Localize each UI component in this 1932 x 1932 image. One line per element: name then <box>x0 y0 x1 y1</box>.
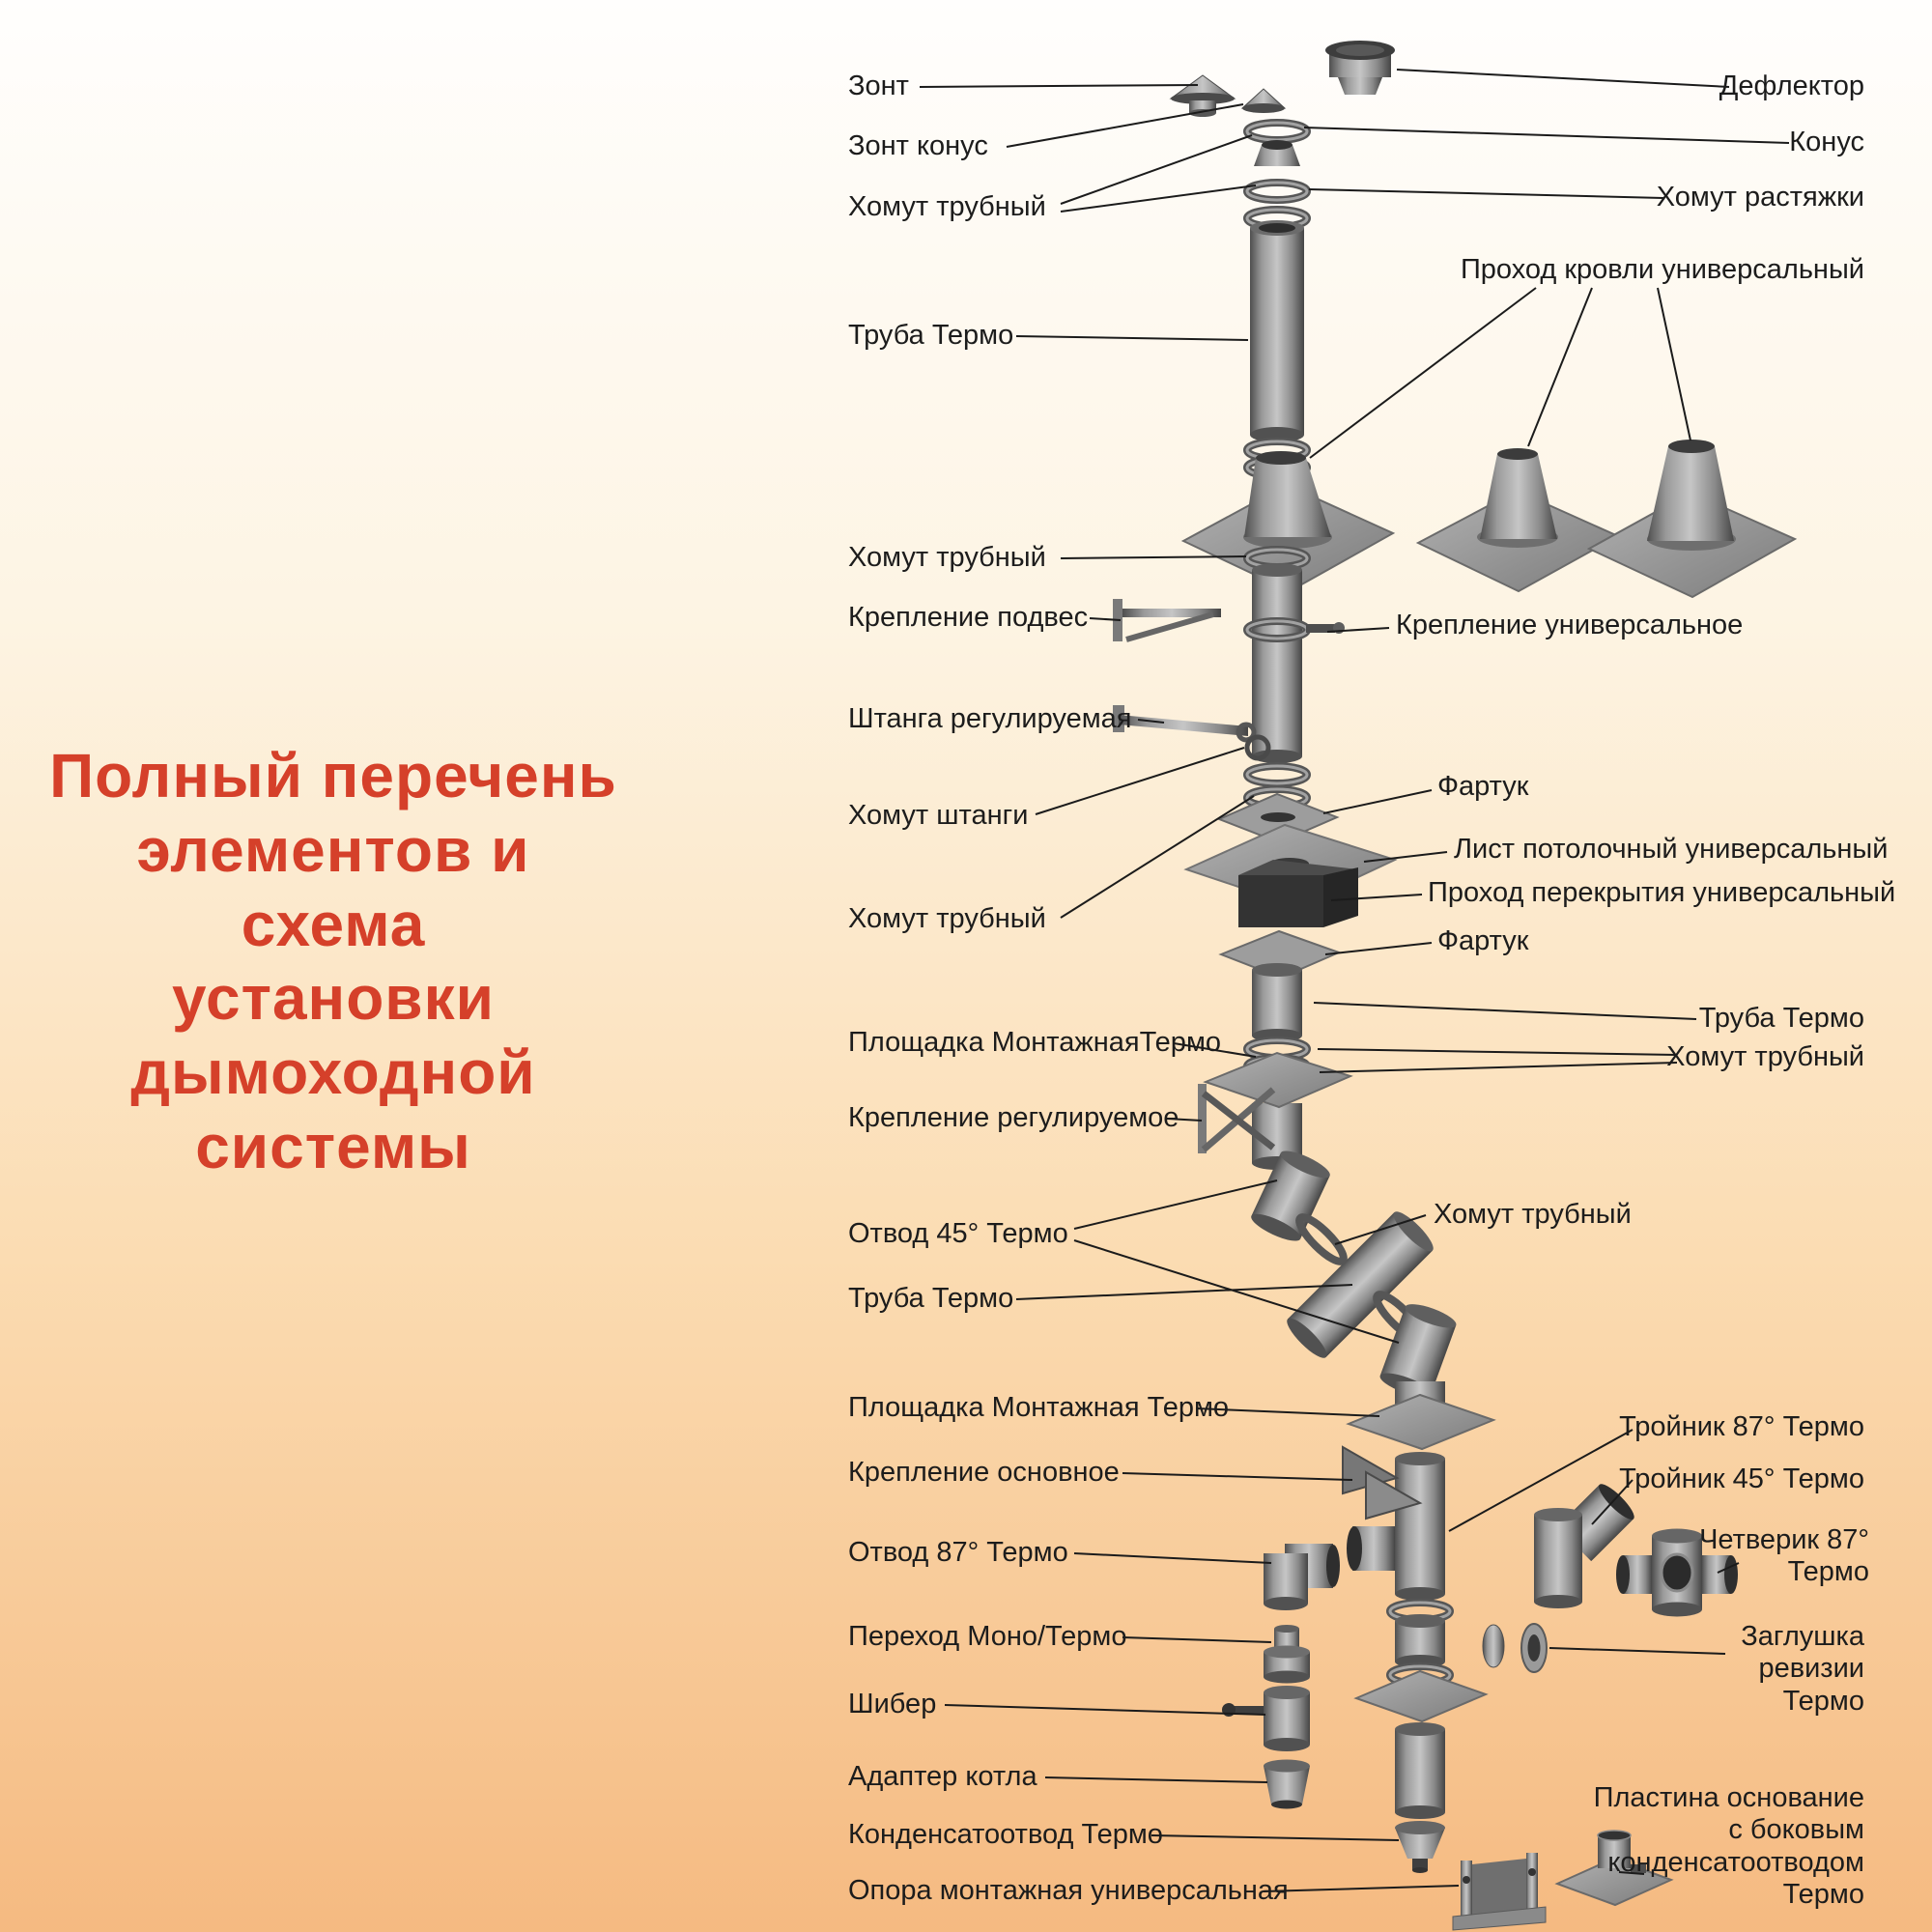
part-kreplenie-podves <box>1113 599 1221 642</box>
label-khomut-trubny-1: Хомут трубный <box>848 191 1046 222</box>
title-line: системы <box>195 1111 471 1181</box>
label-truba-termo-1: Труба Термо <box>848 320 1014 351</box>
part-zaglushka-revizii <box>1482 1623 1548 1673</box>
label-khomut-trubny-2: Хомут трубный <box>848 542 1046 573</box>
label-plastina-osnovanie: Пластина основание с боковым конденсатоо… <box>1593 1782 1864 1911</box>
label-shtanga-reguliruemaya: Штанга регулируемая <box>848 703 1132 734</box>
label-fartuk-1: Фартук <box>1437 771 1529 802</box>
label-shiber: Шибер <box>848 1689 937 1719</box>
label-deflektor: Дефлектор <box>1719 71 1864 101</box>
part-opora-montazhnaya <box>1452 1853 1547 1931</box>
part-prohod-krovli-3 <box>1586 440 1798 599</box>
label-otvod-45: Отвод 45° Термо <box>848 1218 1068 1249</box>
title-line: элементов и схема <box>136 814 530 959</box>
part-adapter-kotla <box>1264 1759 1310 1809</box>
part-top-clamps <box>1247 123 1307 227</box>
label-khomut-trubny-3: Хомут трубный <box>848 903 1046 934</box>
label-kreplenie-reguliruemoe: Крепление регулируемое <box>848 1102 1179 1133</box>
label-khomut-rastyazhki: Хомут растяжки <box>1656 182 1864 213</box>
label-zaglushka-revizii: Заглушка ревизии Термо <box>1741 1621 1864 1717</box>
part-kreplenie-reguliruemoe <box>1198 1084 1276 1153</box>
part-kondensatootvod <box>1395 1821 1445 1873</box>
label-konus: Конус <box>1789 127 1864 157</box>
label-troinik-87: Тройник 87° Термо <box>1619 1411 1864 1442</box>
part-truba-termo-3 <box>1252 963 1302 1042</box>
label-khomut-shtangi: Хомут штанги <box>848 800 1029 831</box>
part-shtanga-reguliruemaya <box>1113 705 1257 743</box>
part-khomut-diagonal-1 <box>1295 1213 1348 1265</box>
part-otvod-87 <box>1264 1544 1340 1610</box>
label-adapter-kotla: Адаптер котла <box>848 1761 1037 1792</box>
part-ploshadka-lower <box>1353 1669 1489 1723</box>
label-truba-termo-2: Труба Термо <box>848 1283 1014 1314</box>
part-truba-lower-1 <box>1395 1614 1445 1668</box>
label-opora-montazhnaya: Опора монтажная универсальная <box>848 1875 1289 1906</box>
label-zont-konus: Зонт конус <box>848 130 988 161</box>
label-zont: Зонт <box>848 71 909 101</box>
part-khomut-shtangi <box>1244 734 1271 761</box>
label-kreplenie-osnovnoe: Крепление основное <box>848 1457 1120 1488</box>
label-ploshadka-montazhnaya-1: Площадка МонтажнаяТермо <box>848 1027 1222 1058</box>
part-truba-termo-2 <box>1252 563 1302 763</box>
part-prohod-perekrytiya <box>1238 860 1358 927</box>
label-khomut-trubny-r2: Хомут трубный <box>1434 1199 1632 1230</box>
label-kreplenie-podves: Крепление подвес <box>848 602 1089 633</box>
label-prohod-krovli: Проход кровли универсальный <box>1460 254 1864 285</box>
label-list-potolochny: Лист потолочный универсальный <box>1454 834 1889 865</box>
label-otvod-87: Отвод 87° Термо <box>848 1537 1068 1568</box>
label-troinik-45: Тройник 45° Термо <box>1619 1463 1864 1494</box>
part-prohod-krovli-1 <box>1180 451 1396 593</box>
label-truba-termo-r: Труба Термо <box>1698 1003 1864 1034</box>
label-ploshadka-montazhnaya-2: Площадка Монтажная Термо <box>848 1392 1230 1423</box>
part-fartuk-upper <box>1216 792 1340 844</box>
part-chetverik-87 <box>1616 1528 1738 1617</box>
part-plastina-osnovanie <box>1554 1830 1674 1907</box>
label-perekhod-mono-termo: Переход Моно/Термо <box>848 1621 1127 1652</box>
label-fartuk-2: Фартук <box>1437 925 1529 956</box>
title-line: дымоходной <box>130 1037 536 1108</box>
title-line: Полный перечень <box>49 741 617 810</box>
part-shiber <box>1222 1686 1310 1751</box>
label-kondensatootvod: Конденсатоотвод Термо <box>848 1819 1163 1850</box>
part-truba-termo-upper <box>1250 220 1304 442</box>
part-prohod-krovli-2 <box>1415 448 1621 593</box>
part-kreplenie-osnovnoe <box>1342 1445 1423 1520</box>
poster-title: Полный перечень элементов и схема устано… <box>43 739 623 1184</box>
label-khomut-trubny-r1: Хомут трубный <box>1666 1041 1864 1072</box>
part-deflector <box>1325 41 1395 95</box>
part-perekhod-mono-termo <box>1264 1625 1310 1684</box>
part-ploshadka-montazhnaya-1 <box>1203 1051 1353 1109</box>
label-prohod-perekrytiya: Проход перекрытия универсальный <box>1428 877 1896 908</box>
part-troinik-87 <box>1347 1452 1445 1601</box>
label-chetverik-87: Четверик 87° Термо <box>1699 1524 1869 1588</box>
label-kreplenie-universalnoe: Крепление универсальное <box>1396 610 1744 640</box>
part-ploshadka-montazhnaya-2 <box>1346 1393 1496 1451</box>
part-troinik-45 <box>1534 1484 1634 1608</box>
leader-lines <box>919 69 1790 1892</box>
part-truba-lower-2 <box>1395 1722 1445 1819</box>
part-zont-konus <box>1240 88 1287 113</box>
title-line: установки <box>172 963 495 1034</box>
